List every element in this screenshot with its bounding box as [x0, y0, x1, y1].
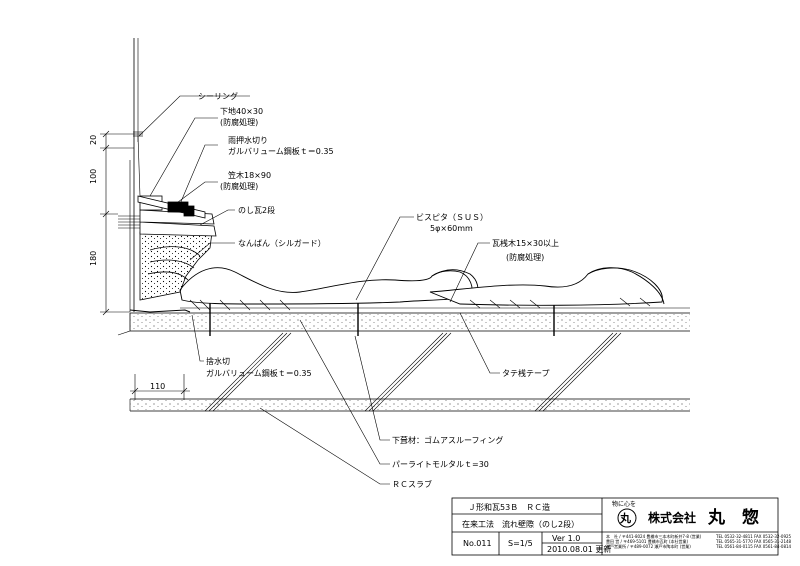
- drawing-version: Ver 1.0: [552, 534, 580, 543]
- label-kasagi: 笠木18×90: [228, 170, 271, 180]
- drawing-scale: S=1/5: [508, 539, 533, 548]
- label-screw: ビスピタ（ＳＵＳ）: [416, 213, 488, 222]
- tel-line-1: TEL 0532-32-4811 FAX 0532-32-0925: [715, 534, 792, 539]
- label-base-wood: 下地40×30: [220, 106, 263, 116]
- mortar-layer: [130, 314, 690, 331]
- company-name: 丸 惣: [707, 507, 759, 528]
- roof-tiles: [179, 267, 665, 311]
- dim-180: 180: [89, 251, 98, 266]
- dim-100: 100: [89, 169, 98, 184]
- roof-layers: [117, 312, 690, 412]
- dimension-lines: [100, 130, 190, 400]
- label-batten: 瓦桟木15×30以上: [492, 238, 559, 248]
- drain-flashing: [129, 309, 191, 313]
- label-flashing: 雨押水切り: [228, 135, 268, 145]
- address-line-3: 瀬戸営業所 / 〒489-0072 瀬戸市陶本町 (営業): [606, 543, 691, 549]
- tel-line-2: TEL 0565-31-5770 FAX 0565-31-2148: [715, 539, 792, 544]
- address-line-2: 豊田 営 / 〒469-5101 豊橋市瓦町 (本社営業): [606, 538, 689, 544]
- drawing-date: 2010.08.01 更新: [547, 544, 611, 554]
- rc-wall: [129, 38, 139, 312]
- label-kasagi-treat: (防腐処理): [220, 181, 258, 191]
- rc-slab-hatch: [204, 332, 622, 412]
- label-nanban: なんばん（シルガード）: [238, 238, 326, 248]
- label-batten-treat: (防腐処理): [506, 252, 544, 262]
- company-slogan: 物に心を: [612, 500, 636, 508]
- label-underlay: 下葺材：ゴムアスルーフィング: [392, 435, 503, 445]
- ridge-build-up: [139, 209, 217, 301]
- label-mortar: パーライトモルタルｔ=30: [392, 460, 489, 469]
- company-prefix: 株式会社: [648, 510, 696, 525]
- title-block: [451, 497, 779, 556]
- dim-110: 110: [150, 382, 165, 391]
- label-drain: 捨水切: [206, 356, 230, 366]
- label-slab: ＲＣスラブ: [392, 479, 432, 489]
- label-tape: タテ桟テープ: [502, 368, 550, 378]
- company-logo: 丸: [619, 511, 632, 525]
- label-sealing: シーリング: [198, 91, 238, 101]
- drawing-title: Ｊ形和瓦53Ｂ ＲＣ造: [468, 502, 550, 512]
- address-line-1: 本 社 / 〒441-8024 豊橋市三本木町新井7-8 (営業): [606, 533, 702, 539]
- label-base-wood-treat: (防腐処理): [220, 117, 258, 127]
- dim-20: 20: [89, 135, 98, 145]
- label-noshi: のし瓦2段: [238, 205, 275, 215]
- tel-line-3: TEL 0561-84-0115 FAX 0561-84-0814: [715, 544, 792, 549]
- wall-flashing: [133, 131, 143, 197]
- drawing-number: No.011: [463, 539, 492, 548]
- label-screw-size: 5φ×60mm: [430, 224, 473, 233]
- label-drain-mat: ガルバリューム鋼板ｔ＝0.35: [206, 368, 312, 378]
- drawing-subtitle: 在来工法 流れ壁際（のし2段）: [462, 519, 579, 529]
- label-flashing-mat: ガルバリューム鋼板ｔ＝0.35: [228, 146, 334, 156]
- leader-lines: [138, 95, 500, 485]
- sealing-hatch: [118, 215, 140, 229]
